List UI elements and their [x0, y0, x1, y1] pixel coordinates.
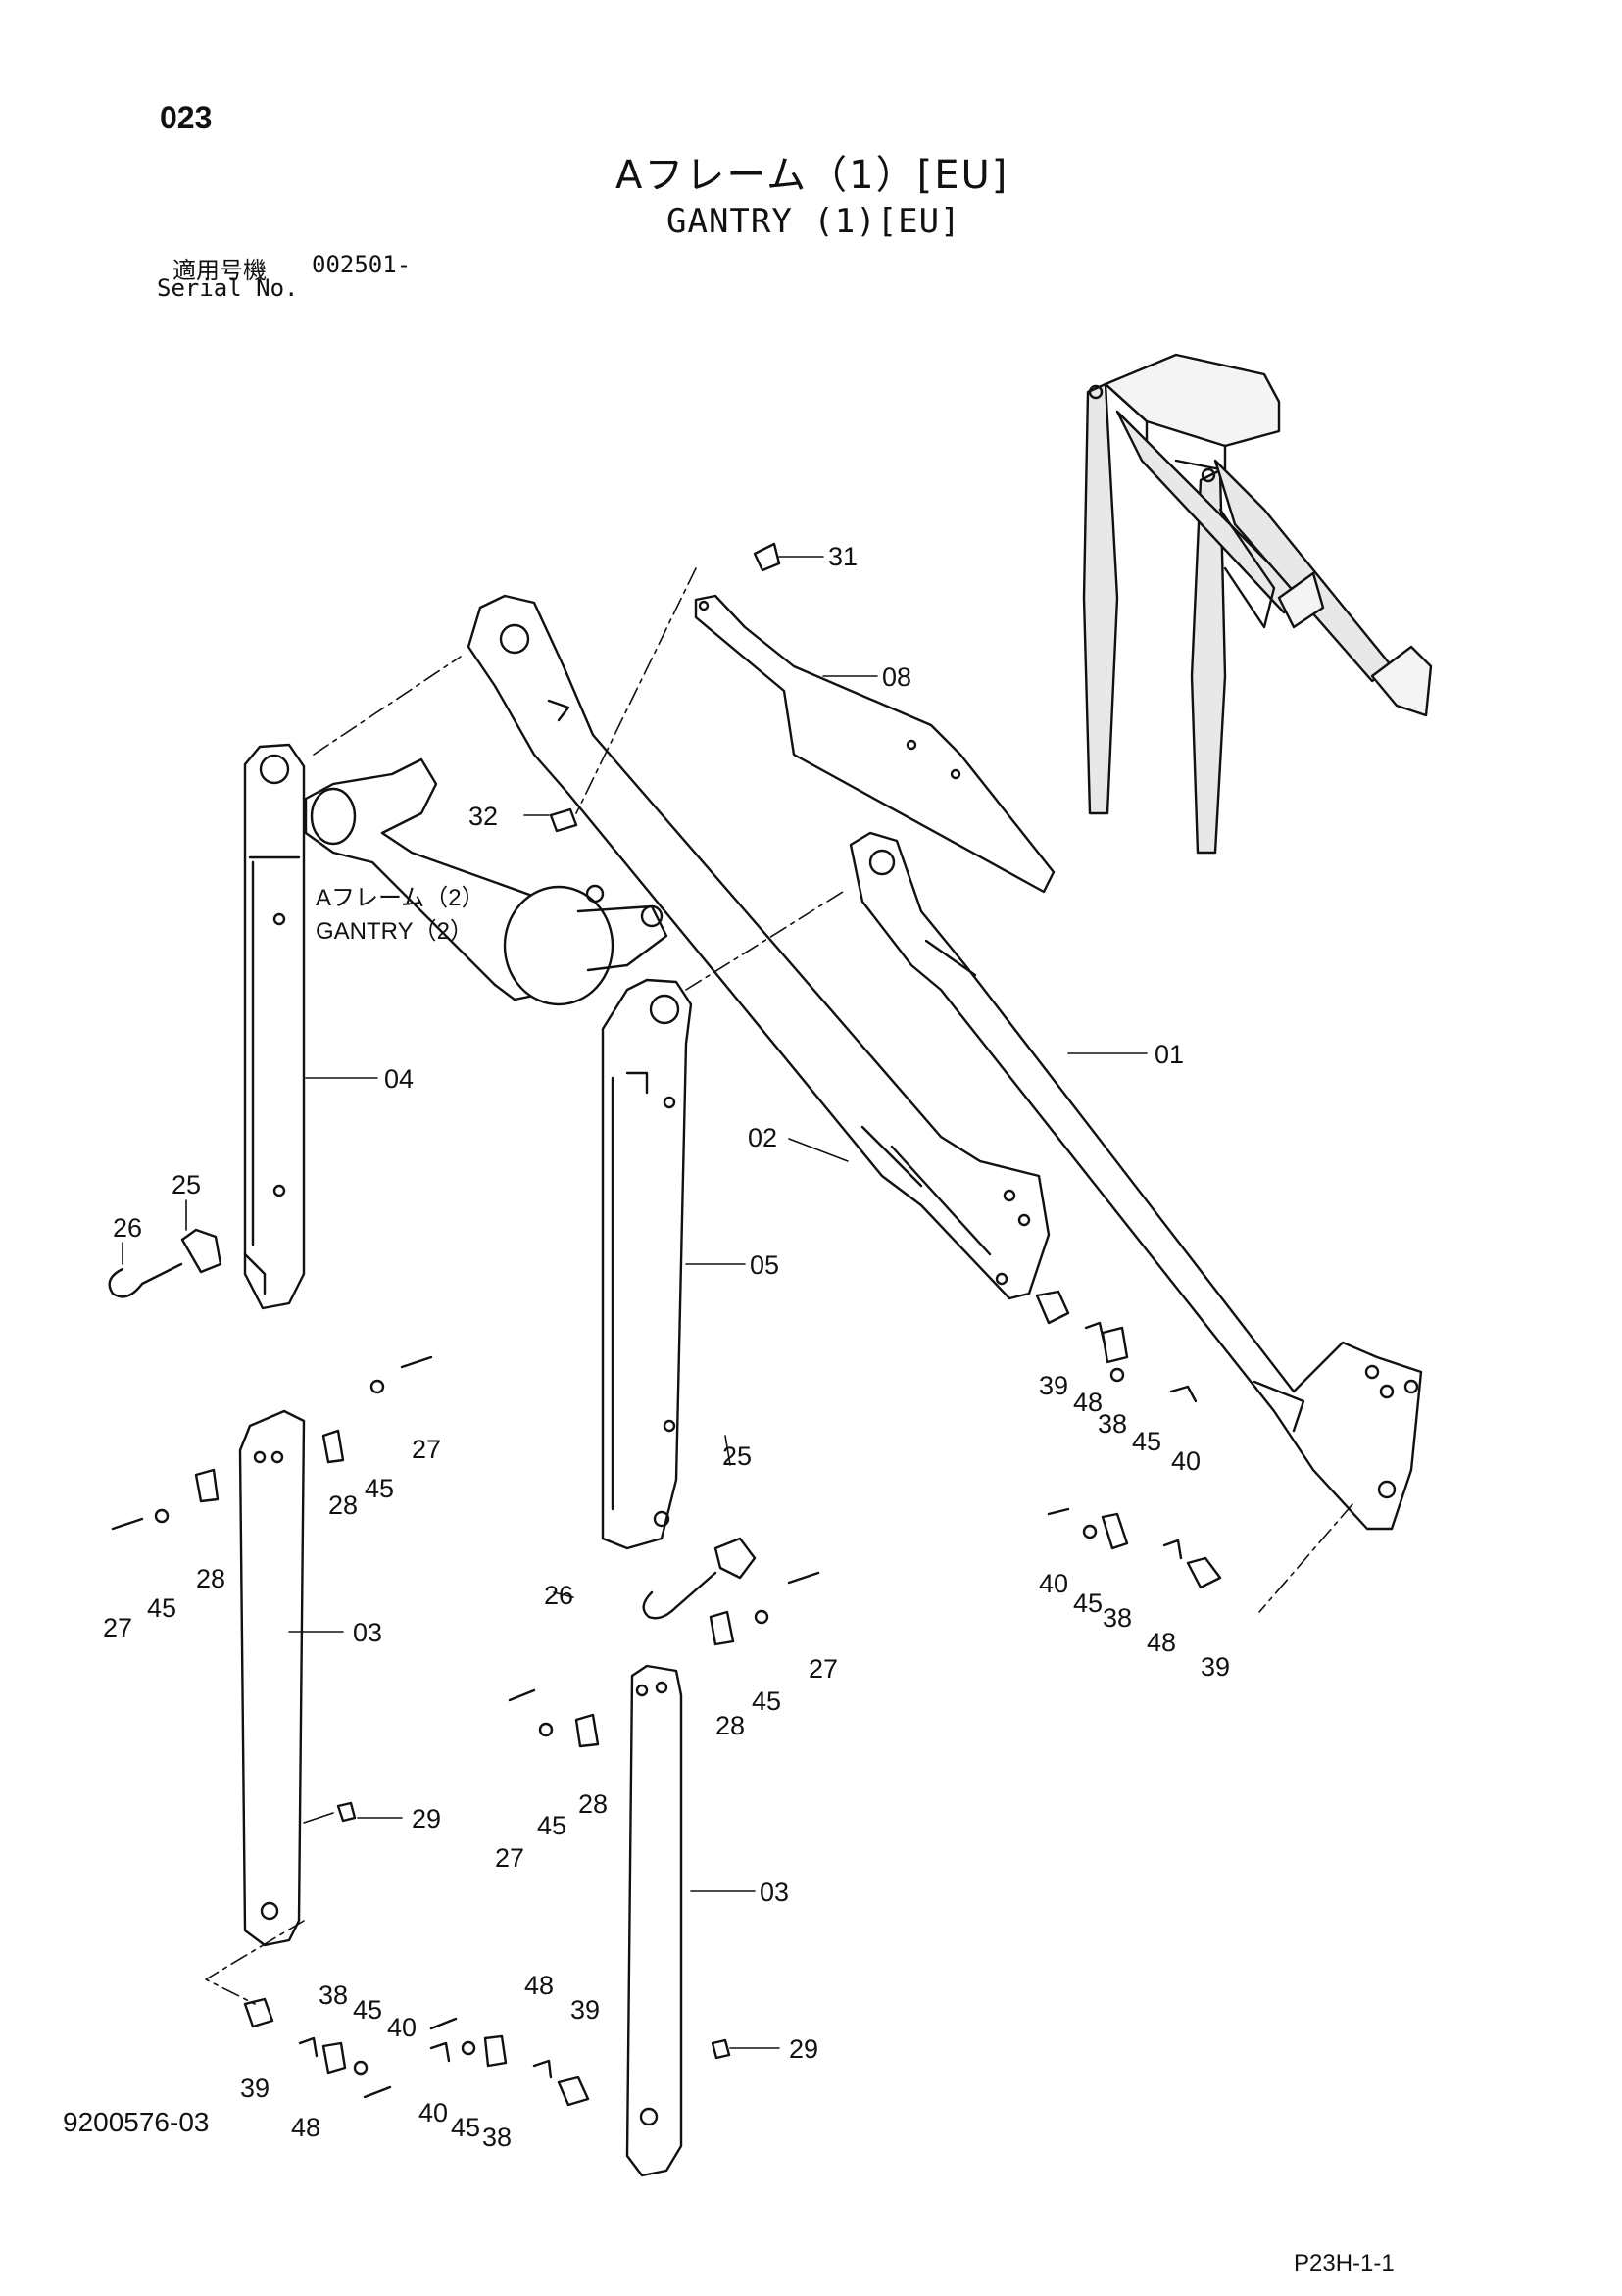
callout-38: 38: [319, 1980, 348, 2010]
callout-27: 27: [809, 1654, 838, 1684]
assembled-gantry-illustration: [1082, 353, 1433, 855]
callout-45: 45: [1073, 1588, 1103, 1618]
callout-48: 48: [291, 2113, 320, 2142]
page-code: 023: [160, 100, 213, 135]
callout-26: 26: [113, 1213, 142, 1243]
callout-48: 48: [524, 1971, 554, 2000]
callout-39: 39: [570, 1995, 600, 2025]
hardware-parts: [108, 542, 1222, 2107]
callout-45: 45: [1132, 1427, 1161, 1456]
callout-39: 39: [1039, 1371, 1068, 1400]
callout-27: 27: [495, 1843, 524, 1873]
reference-note-japanese: Aフレーム（2）: [316, 885, 485, 911]
callout-02: 02: [748, 1123, 777, 1152]
callout-08: 08: [882, 662, 911, 692]
callout-28: 28: [715, 1711, 745, 1740]
callout-45: 45: [537, 1811, 566, 1840]
part-08-plate: [694, 594, 1056, 894]
title-japanese: Aフレーム（1）[EU]: [615, 153, 1009, 198]
callout-05: 05: [750, 1250, 779, 1280]
reference-note-english: GANTRY（2）: [316, 918, 473, 945]
callout-03: 03: [760, 1878, 789, 1907]
part-03-link-left: [238, 1409, 306, 1947]
callout-45: 45: [147, 1593, 176, 1623]
callout-01: 01: [1155, 1040, 1184, 1069]
serial-number-value: 002501-: [312, 251, 412, 278]
part-04-vertical-link: [243, 743, 306, 1310]
assembly-guide-lines: [205, 567, 1353, 2005]
callout-26: 26: [544, 1581, 573, 1610]
callout-39: 39: [240, 2074, 270, 2103]
callout-45: 45: [365, 1474, 394, 1503]
callout-40: 40: [387, 2013, 417, 2042]
gantry-2-shaft-assembly: [304, 757, 668, 1006]
callout-38: 38: [482, 2123, 512, 2152]
part-01-gantry-arm: [849, 831, 1423, 1531]
callout-28: 28: [578, 1789, 608, 1819]
callout-labels: 31 08 32 04 01 02 05 26 25 27 45 28 27 4…: [103, 542, 1230, 2152]
callout-39: 39: [1201, 1652, 1230, 1682]
drawing-number: 9200576-03: [63, 2107, 210, 2137]
callout-40: 40: [1171, 1446, 1201, 1476]
callout-40: 40: [418, 2098, 448, 2127]
callout-29: 29: [789, 2034, 818, 2064]
callout-31: 31: [828, 542, 858, 571]
callout-48: 48: [1147, 1628, 1176, 1657]
callout-45: 45: [353, 1995, 382, 2025]
callout-28: 28: [328, 1490, 358, 1520]
serial-label-japanese: 適用号機: [172, 257, 267, 284]
part-02-gantry-arm: [467, 594, 1051, 1300]
callout-45: 45: [451, 2113, 480, 2142]
callout-40: 40: [1039, 1569, 1068, 1598]
serial-label-english: Serial No.: [157, 274, 299, 302]
callout-25: 25: [172, 1170, 201, 1199]
callout-25: 25: [722, 1441, 752, 1471]
callout-32: 32: [468, 802, 498, 831]
page-reference: P23H-1-1: [1294, 2250, 1395, 2276]
callout-27: 27: [103, 1613, 132, 1642]
callout-04: 04: [384, 1064, 414, 1094]
callout-28: 28: [196, 1564, 225, 1593]
title-english: GANTRY (1)[EU]: [666, 202, 961, 241]
part-05-vertical-link: [601, 978, 693, 1550]
callout-03: 03: [353, 1618, 382, 1647]
callout-48: 48: [1073, 1388, 1103, 1417]
callout-38: 38: [1103, 1603, 1132, 1633]
part-03-link-right: [625, 1664, 683, 2177]
callout-29: 29: [412, 1804, 441, 1833]
leader-lines: [122, 556, 1148, 2049]
callout-45: 45: [752, 1686, 781, 1716]
callout-38: 38: [1098, 1409, 1127, 1439]
reference-note: Aフレーム（2） GANTRY（2）: [316, 885, 485, 945]
callout-27: 27: [412, 1435, 441, 1464]
